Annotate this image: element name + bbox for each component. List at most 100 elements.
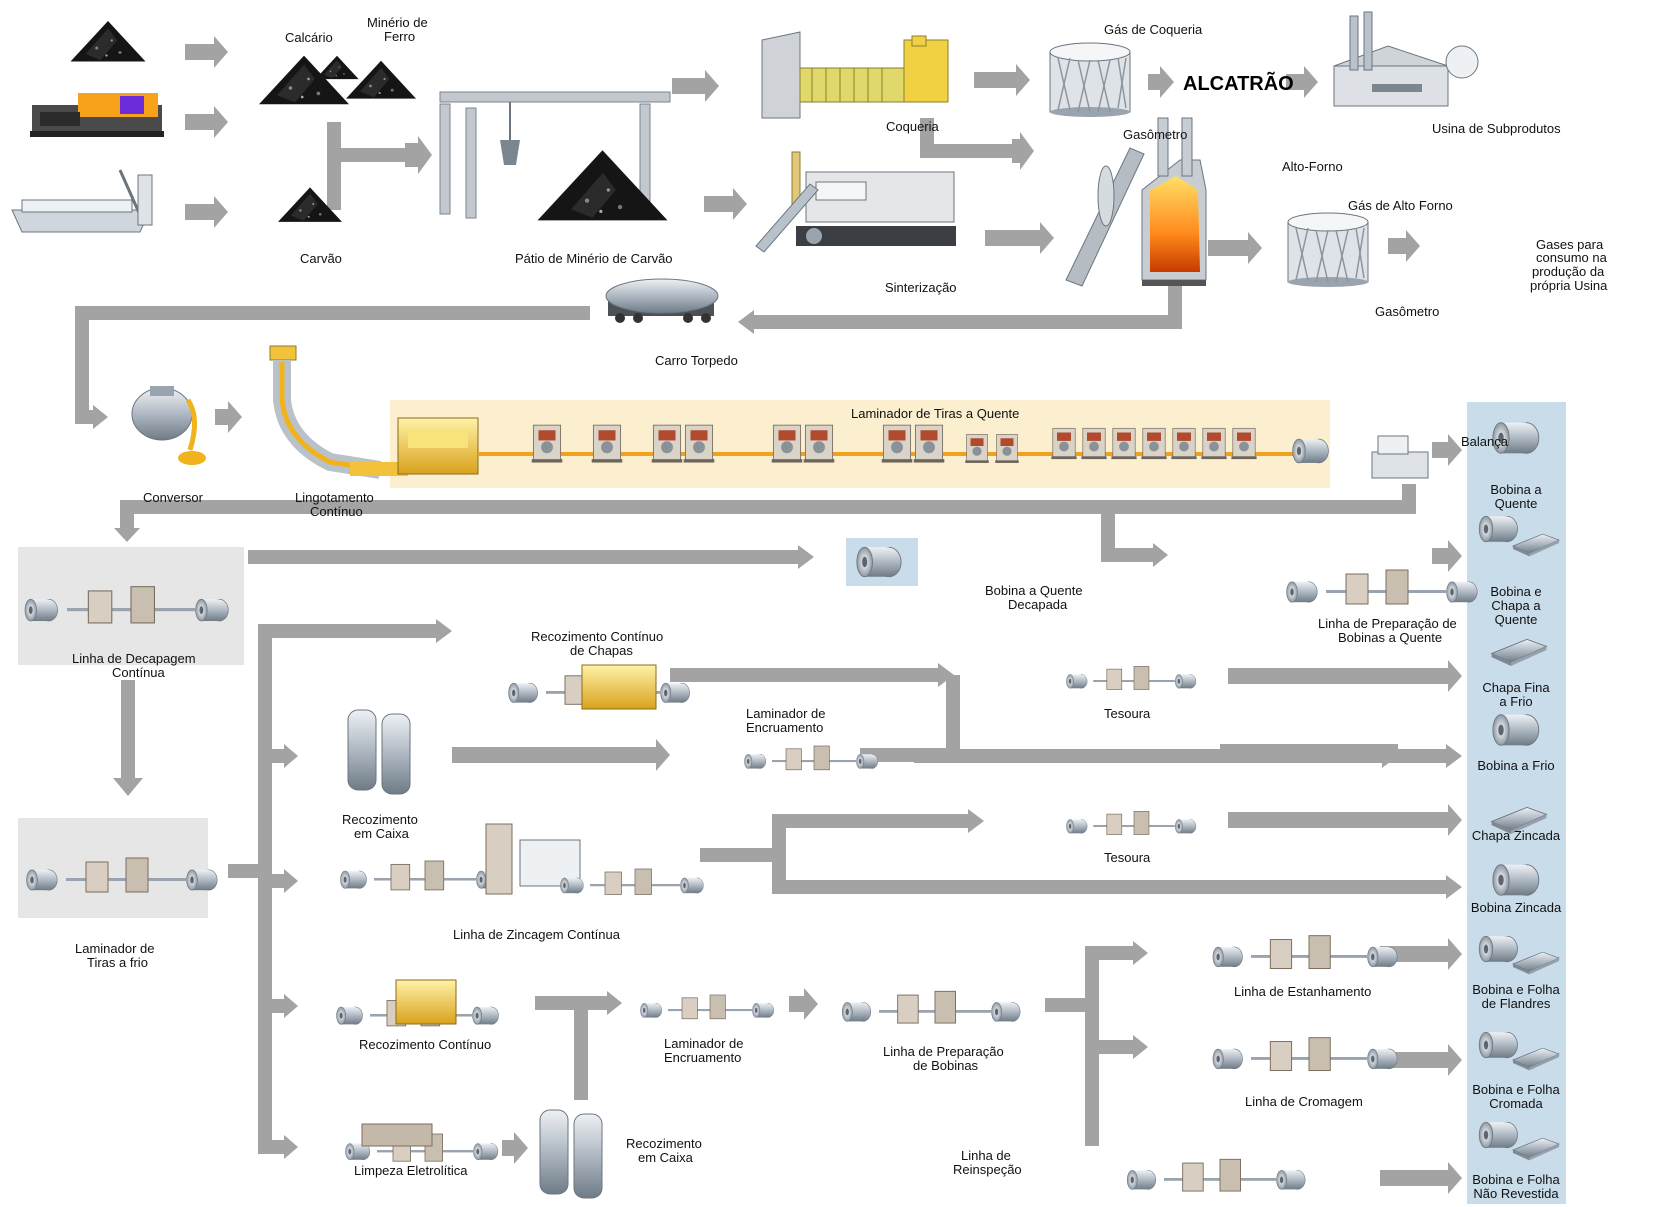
sinter-plant-icon [756,152,956,252]
cleaning-label: Limpeza Eletrolítica [354,1163,468,1178]
box-annealing-2-icon [540,1110,602,1198]
product-label-1-0: Bobina e [1490,584,1541,599]
gasometer-2-label: Gasômetro [1375,304,1439,319]
byproducts-plant-label: Usina de Subprodutos [1432,121,1561,136]
chroming-label: Linha de Cromagem [1245,1094,1363,1109]
hot-prep-label-1: Linha de Preparação de [1318,616,1457,631]
product-label-8-0: Bobina e Folha [1472,1172,1560,1187]
pickled-coil-label-1: Bobina a Quente [985,583,1083,598]
gases-label-3: produção da [1532,264,1605,279]
box-annealing-2-label-1: Recozimento [626,1136,702,1151]
product-label-5-0: Bobina Zincada [1471,900,1562,915]
box-annealing-2-label-2: em Caixa [638,1150,694,1165]
blast-furnace-label: Alto-Forno [1282,159,1343,174]
product-label-8-1: Não Revestida [1473,1186,1559,1201]
iron-ore-label-1: Minério de [367,15,428,30]
shear-2-label: Tesoura [1104,850,1151,865]
annealing-sheets-label-2: de Chapas [570,643,633,658]
torpedo-car-icon [606,279,718,323]
ore-pile-small-icon [315,56,358,79]
sinter-label: Sinterização [885,280,957,295]
continuous-casting-icon [270,346,408,476]
box-annealing-1-label-1: Recozimento [342,812,418,827]
ore-yard-label: Pátio de Minério de Carvão [515,251,673,266]
gasometer-1-label: Gasômetro [1123,127,1187,142]
coil-prep-line-icon [842,991,1020,1023]
blast-gas-label: Gás de Alto Forno [1348,198,1453,213]
coke-oven-icon [762,32,948,118]
uncoated-coil-icon [1479,1122,1517,1148]
arrow-coal-in [185,36,228,68]
coal-pile-icon [71,21,146,62]
coil-prep-label-2: de Bobinas [913,1058,979,1073]
cold-mill-label-1: Laminador de [75,941,155,956]
alcatrao-label: ALCATRÃO [1183,72,1294,95]
byproducts-plant-icon [1334,12,1478,106]
annealing-furnace-2-icon [396,980,456,1024]
train-icon [30,93,164,137]
product-label-7-0: Bobina e Folha [1472,1082,1560,1097]
iron-ore-label-2: Ferro [384,29,415,44]
cold-mill-label-2: Tiras a frio [87,955,148,970]
shear-1-label: Tesoura [1104,706,1151,721]
tinning-line-icon [1213,936,1397,969]
pickled-coil-icon [857,547,901,576]
pickled-coil-label-2: Decapada [1008,597,1068,612]
blast-furnace-icon [1066,118,1206,286]
hot-coil-prep-line-icon [1287,570,1478,604]
hot-strip-mill-label: Laminador de Tiras a Quente [851,406,1019,421]
pickling-label-2: Contínua [112,665,166,680]
product-label-2-1: a Frio [1499,694,1532,709]
scale-icon [1372,436,1428,478]
coke-gasometer-icon [1050,43,1130,117]
product-label-6-1: de Flandres [1482,996,1551,1011]
limestone-label: Calcário [285,30,333,45]
cold-coil-product-icon [1493,715,1539,746]
coal-label: Carvão [300,251,342,266]
tin-coil-icon [1479,936,1517,962]
product-label-7-1: Cromada [1489,1096,1543,1111]
reinspection-line-icon [1127,1159,1305,1191]
arrow-rail-in [185,106,228,138]
casting-label-2: Contínuo [310,504,363,519]
temper-mill-1-label-2: Encruamento [746,720,823,735]
coke-gas-label: Gás de Coqueria [1104,22,1203,37]
converter-label: Conversor [143,490,204,505]
reinspection-label-1: Linha de [961,1148,1011,1163]
temper-mill-2-label-1: Laminador de [664,1036,744,1051]
coke-oven-label: Coqueria [886,119,940,134]
product-label-0-1: Quente [1495,496,1538,511]
product-label-0-0: Bobina a [1490,482,1542,497]
coil-prep-label-1: Linha de Preparação [883,1044,1004,1059]
gases-label-2: consumo na [1536,250,1608,265]
shear-2-icon [1066,811,1196,834]
box-annealing-1-icon [348,710,410,794]
chroming-line-icon [1213,1038,1397,1071]
annealing-sheets-label-1: Recozimento Contínuo [531,629,663,644]
annealing-furnace-icon [582,665,656,709]
casting-label-1: Lingotamento [295,490,374,505]
galvanizing-label: Linha de Zincagem Contínua [453,927,621,942]
converter-icon [132,386,206,465]
cold-mill-panel [18,818,208,918]
ship-icon [12,170,152,232]
cleaning-housing-icon [362,1124,432,1146]
product-label-1-2: Quente [1495,612,1538,627]
iron-ore-pile-icon [346,61,416,99]
chrome-coil-icon [1479,1032,1517,1058]
temper-mill-1-icon [744,746,877,770]
product-label-2-0: Chapa Fina [1482,680,1550,695]
shear-1-icon [1066,666,1196,689]
product-label-6-0: Bobina e Folha [1472,982,1560,997]
reinspection-label-2: Reinspeção [953,1162,1022,1177]
hot-prep-label-2: Bobinas a Quente [1338,630,1442,645]
zinc-coil-product-icon [1493,865,1539,896]
temper-mill-2-label-2: Encruamento [664,1050,741,1065]
product-label-1-1: Chapa a [1491,598,1541,613]
ore-yard-icon [440,92,670,220]
product-label-3-0: Bobina a Frio [1477,758,1554,773]
flow-network [75,36,1468,1194]
pickling-label-1: Linha de Decapagem [72,651,196,666]
box-annealing-1-label-2: em Caixa [354,826,410,841]
